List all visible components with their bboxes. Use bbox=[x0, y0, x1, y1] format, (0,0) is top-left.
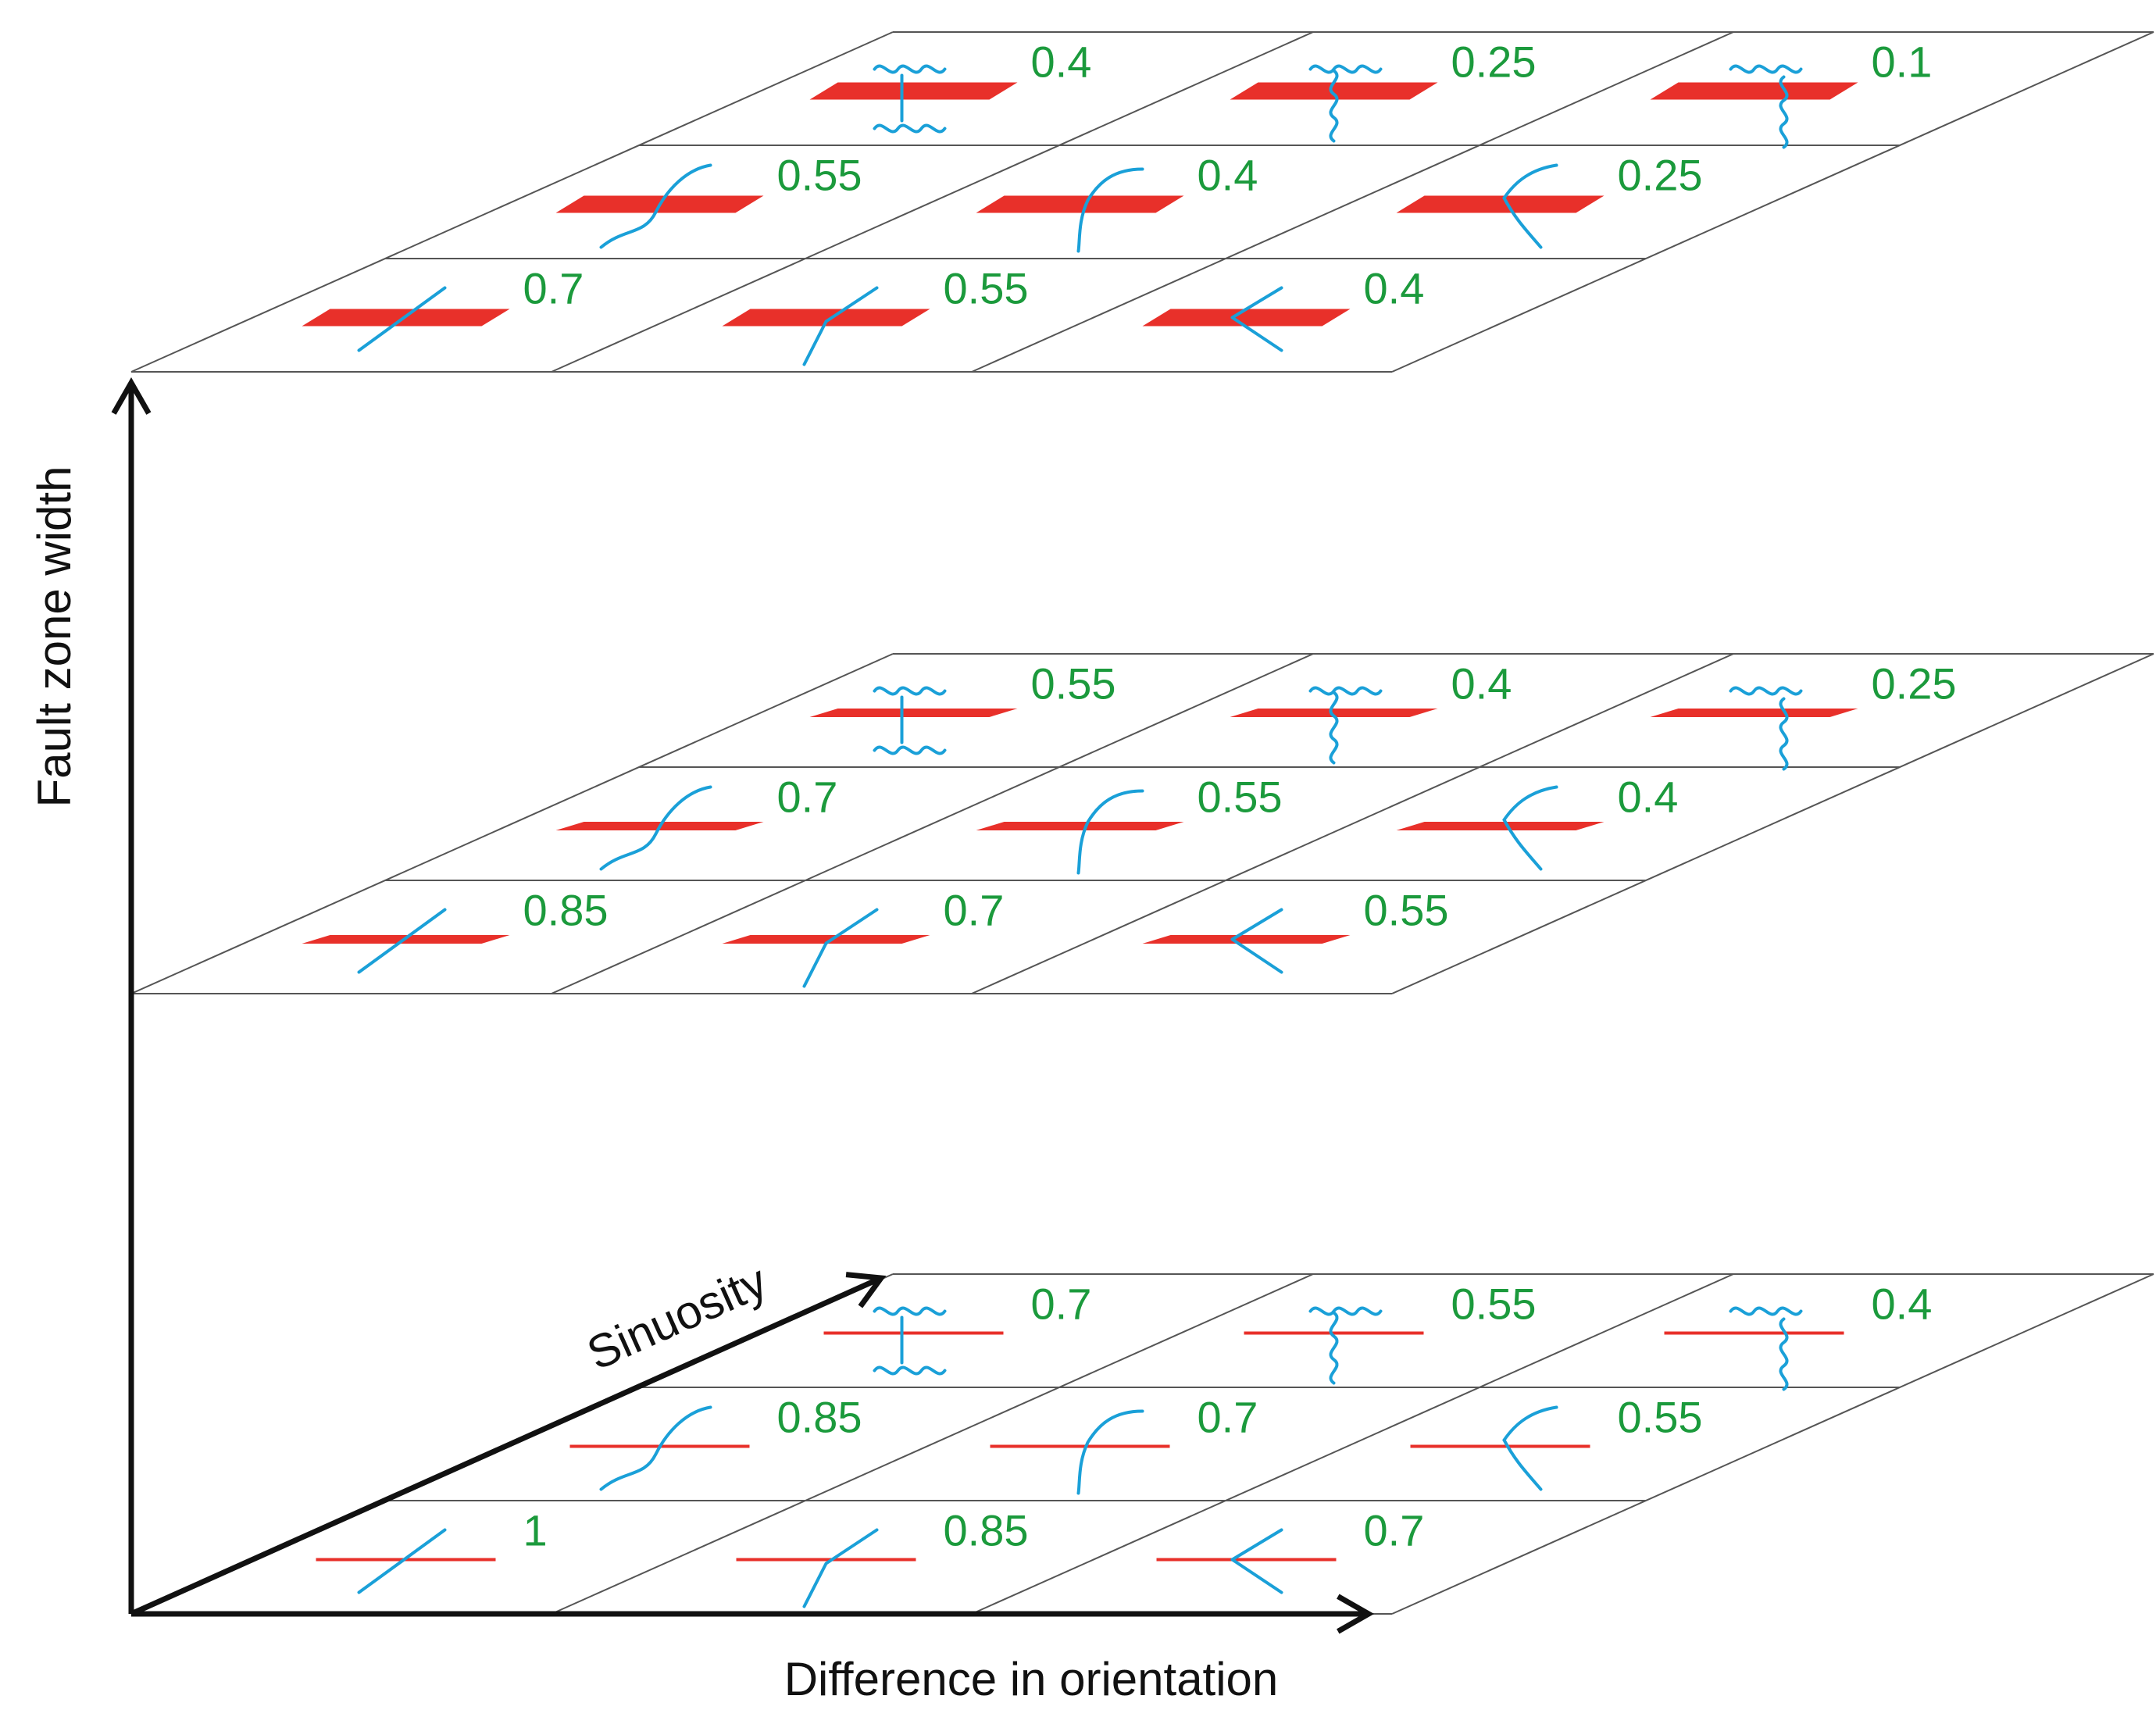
cell-value: 0.4 bbox=[1872, 1280, 1933, 1329]
layer-middle: 0.85 0.7 0.55 0.7 0.55 0.4 0.55 0.4 0.25 bbox=[130, 653, 2154, 994]
grid-line bbox=[551, 31, 1314, 373]
fault-band bbox=[976, 822, 1184, 830]
fracture-straight-icon bbox=[1230, 1528, 1283, 1594]
cell-value: 0.85 bbox=[777, 1393, 862, 1442]
fracture-wavy-icon bbox=[1308, 64, 1383, 143]
fault-band bbox=[722, 935, 930, 944]
fracture-straight-icon bbox=[1230, 286, 1283, 352]
grid-line bbox=[971, 653, 1734, 994]
fault-band bbox=[1230, 82, 1438, 100]
axes: Difference in orientation Fault zone wid… bbox=[28, 377, 1375, 1705]
fault-band bbox=[1230, 709, 1438, 717]
cell-value: 0.7 bbox=[944, 886, 1005, 935]
grid-line bbox=[551, 653, 1314, 994]
cell-value: 0.55 bbox=[944, 264, 1029, 313]
cell-value: 0.55 bbox=[1198, 773, 1283, 822]
grid-line bbox=[551, 1273, 1314, 1615]
fracture-straight-icon bbox=[1230, 908, 1283, 974]
grid-line bbox=[1391, 653, 2154, 994]
fault-band bbox=[809, 709, 1018, 717]
cell-value: 0.55 bbox=[1031, 659, 1116, 709]
fracture-straight-icon bbox=[357, 1528, 447, 1594]
layer-top: 0.7 0.55 0.4 0.55 0.4 0.25 0.4 0.25 0.1 bbox=[130, 31, 2154, 373]
cell-value: 0.55 bbox=[777, 151, 862, 200]
cell-value: 0.55 bbox=[1364, 886, 1449, 935]
cell-value: 0.55 bbox=[1618, 1393, 1703, 1442]
fracture-curved-icon bbox=[1502, 1405, 1558, 1491]
fracture-curved-icon bbox=[599, 785, 712, 871]
fracture-wavy-icon bbox=[1729, 64, 1803, 149]
fracture-straight-icon bbox=[357, 908, 447, 974]
cell-value: 0.55 bbox=[1451, 1280, 1537, 1329]
cell-value: 0.4 bbox=[1451, 659, 1512, 709]
fracture-curved-icon bbox=[599, 163, 712, 249]
fracture-curved-icon bbox=[599, 1405, 712, 1491]
fault-band bbox=[1396, 822, 1605, 830]
cell-value: 0.4 bbox=[1364, 264, 1425, 313]
fault-band bbox=[1142, 309, 1351, 327]
cell-value: 0.7 bbox=[523, 264, 584, 313]
cell-value: 0.4 bbox=[1618, 773, 1679, 822]
fracture-straight-icon bbox=[802, 1528, 879, 1608]
fracture-curved-icon bbox=[1076, 167, 1144, 253]
fault-band bbox=[1650, 709, 1858, 717]
cell-value: 0.7 bbox=[1031, 1280, 1092, 1329]
fracture-wavy-icon bbox=[1308, 1306, 1383, 1385]
fault-band bbox=[1142, 935, 1351, 944]
cell-value: 1 bbox=[523, 1506, 548, 1555]
fracture-straight-icon bbox=[802, 908, 879, 988]
cell-value: 0.7 bbox=[777, 773, 838, 822]
y-axis-label: Fault zone width bbox=[28, 466, 80, 808]
cell-value: 0.4 bbox=[1031, 37, 1092, 87]
x-axis-label: Difference in orientation bbox=[784, 1653, 1279, 1705]
fault-band bbox=[1650, 82, 1858, 100]
fracture-curved-icon bbox=[1076, 1409, 1144, 1495]
cell-value: 0.85 bbox=[944, 1506, 1029, 1555]
fault-band bbox=[1396, 195, 1605, 213]
grid-line bbox=[971, 1273, 1734, 1615]
z-axis-arrow bbox=[130, 1272, 887, 1617]
fracture-curved-icon bbox=[1502, 163, 1558, 249]
fracture-straight-icon bbox=[802, 286, 879, 366]
cell-value: 0.7 bbox=[1364, 1506, 1425, 1555]
fracture-straight-icon bbox=[357, 286, 447, 352]
grid-line bbox=[1391, 1273, 2154, 1615]
grid-line bbox=[130, 653, 894, 994]
layers-group: 1 0.85 0.7 0.85 0.7 0.55 0.7 0.55 0.4 0.85 0.7 0.55… bbox=[130, 31, 2154, 1615]
cell-value: 0.4 bbox=[1198, 151, 1258, 200]
cell-value: 0.85 bbox=[523, 886, 609, 935]
fracture-wavy-icon bbox=[1308, 686, 1383, 765]
layer-bottom: 1 0.85 0.7 0.85 0.7 0.55 0.7 0.55 0.4 bbox=[130, 1273, 2154, 1615]
cell-value: 0.25 bbox=[1618, 151, 1703, 200]
cell-value: 0.25 bbox=[1872, 659, 1957, 709]
fracture-curved-icon bbox=[1502, 785, 1558, 871]
fault-band bbox=[809, 82, 1018, 100]
fracture-wavy-icon bbox=[1729, 686, 1803, 771]
fault-band bbox=[722, 309, 930, 327]
grid-line bbox=[1391, 31, 2154, 373]
cell-value: 0.7 bbox=[1198, 1393, 1258, 1442]
fracture-curved-icon bbox=[1076, 789, 1144, 875]
fracture-wavy-icon bbox=[873, 686, 947, 755]
grid-line bbox=[130, 31, 894, 373]
z-axis-label: Sinuosity bbox=[580, 1255, 775, 1380]
fracture-wavy-icon bbox=[1729, 1306, 1803, 1391]
fault-band bbox=[976, 195, 1184, 213]
fracture-wavy-icon bbox=[873, 64, 947, 134]
cell-value: 0.25 bbox=[1451, 37, 1537, 87]
grid-line bbox=[971, 31, 1734, 373]
fracture-wavy-icon bbox=[873, 1306, 947, 1376]
cell-value: 0.1 bbox=[1872, 37, 1933, 87]
